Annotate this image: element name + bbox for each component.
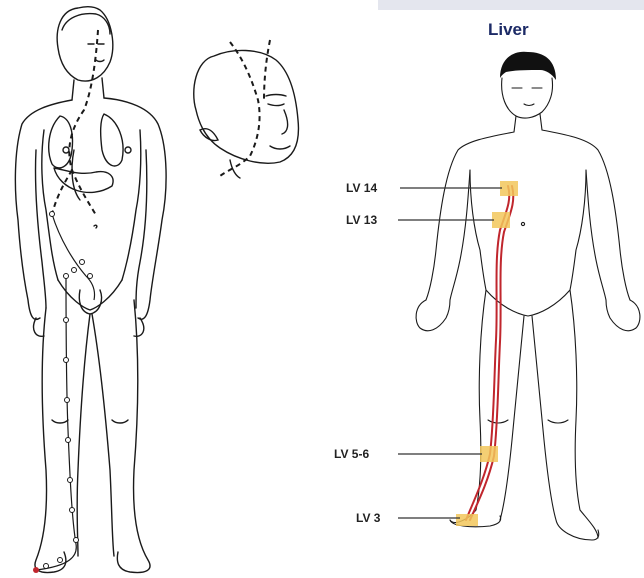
point-marker-lv14 <box>500 181 518 196</box>
point-label-lv13: LV 13 <box>346 213 377 227</box>
point-marker-lv13 <box>492 212 510 228</box>
point-marker-lv3 <box>456 514 478 526</box>
point-label-lv3: LV 3 <box>356 511 380 525</box>
hair <box>500 52 556 80</box>
point-label-lv14: LV 14 <box>346 181 377 195</box>
point-marker-lv56 <box>480 446 498 462</box>
point-label-lv56: LV 5-6 <box>334 447 369 461</box>
